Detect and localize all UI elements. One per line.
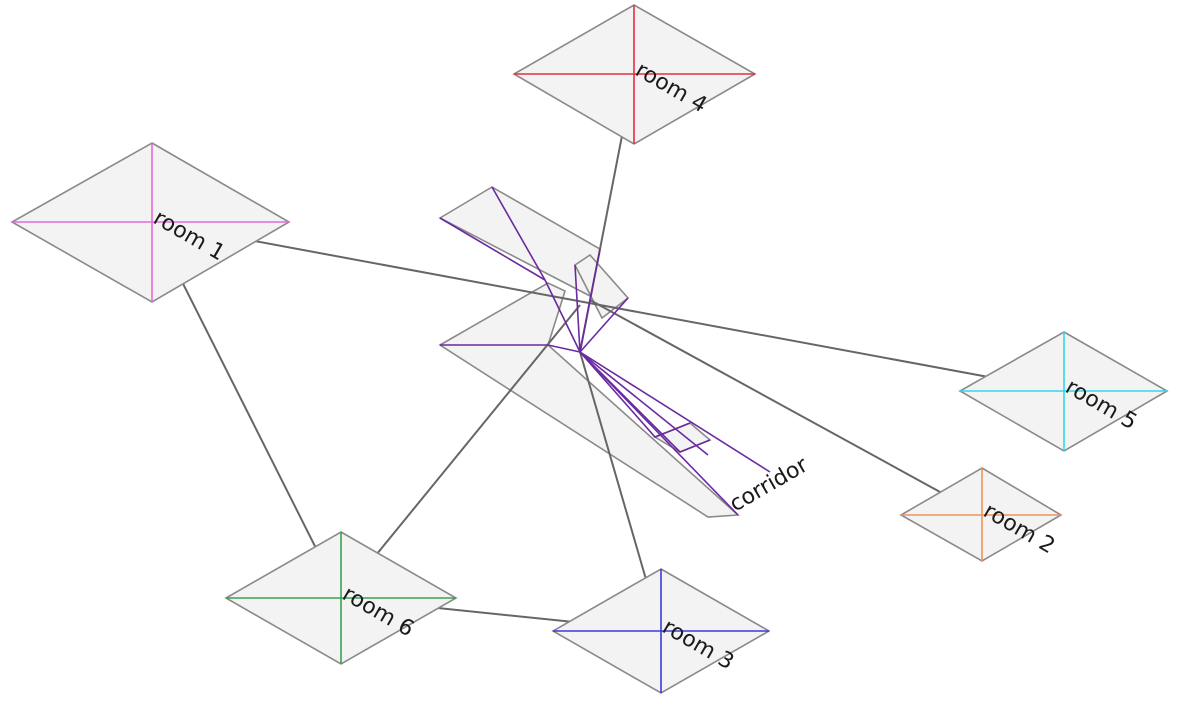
room-1-node[interactable]: room 1 <box>10 142 291 303</box>
edge-room1-room6 <box>151 221 342 599</box>
corridor-lines <box>439 186 771 516</box>
room-3-node[interactable]: room 3 <box>551 568 771 694</box>
room-2-node[interactable]: room 2 <box>899 467 1063 562</box>
edge-room1-room5 <box>151 221 1065 392</box>
connection-edges <box>151 73 1065 632</box>
corridor-shape <box>438 186 740 518</box>
edge-room2-corridor <box>589 299 983 516</box>
edge-room6-corridor <box>340 304 581 599</box>
room-5-node[interactable]: room 5 <box>958 331 1169 452</box>
room-4-node[interactable]: room 4 <box>512 4 757 145</box>
room-6-node[interactable]: room 6 <box>224 531 458 665</box>
corridor-label: corridor <box>726 452 814 517</box>
